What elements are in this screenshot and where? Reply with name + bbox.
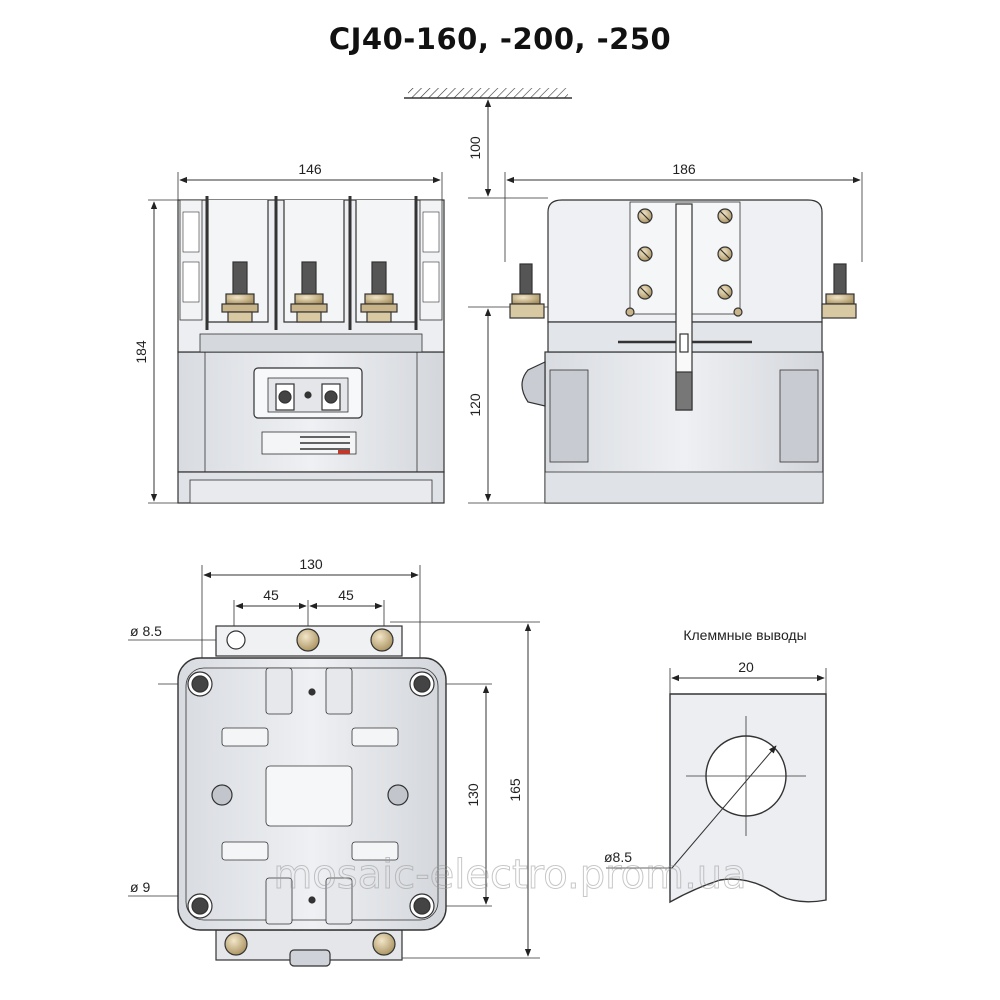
front-view [148, 172, 445, 504]
side-width-label: 186 [672, 161, 696, 177]
side-clearance-label: 100 [467, 136, 483, 160]
terminal-stud-1 [221, 261, 259, 323]
side-view [404, 88, 863, 504]
nameplate [261, 431, 357, 455]
side-lower-height-label: 120 [467, 393, 483, 417]
hole-spacing-right-label: 45 [338, 587, 354, 603]
terminal-stud-2 [290, 261, 328, 323]
page-title: CJ40-160, -200, -250 [328, 22, 672, 56]
terminal-width-label: 20 [738, 659, 754, 675]
bottom-view [128, 565, 540, 967]
ceiling-hatch [408, 88, 568, 98]
terminal-hole-detail-label: ø8.5 [604, 849, 632, 865]
total-height-label: 165 [507, 778, 523, 802]
bottom-width-label: 130 [299, 556, 323, 572]
mounting-holes [187, 671, 435, 919]
hole-spacing-left-label: 45 [263, 587, 279, 603]
side-terminal-left [509, 263, 545, 319]
auxiliary-contact-block [253, 367, 363, 419]
terminal-hole-label: ø 8.5 [130, 623, 162, 639]
mount-hole-label: ø 9 [130, 879, 150, 895]
terminal-detail [606, 668, 827, 904]
front-width-label: 146 [298, 161, 322, 177]
terminal-caption: Клеммные выводы [683, 627, 806, 643]
side-terminal-right [821, 263, 857, 319]
hole-pitch-label: 130 [465, 783, 481, 807]
terminal-stud-3 [360, 261, 398, 323]
watermark: mosaic-electro.prom.ua [273, 852, 746, 898]
front-height-label: 184 [133, 340, 149, 364]
